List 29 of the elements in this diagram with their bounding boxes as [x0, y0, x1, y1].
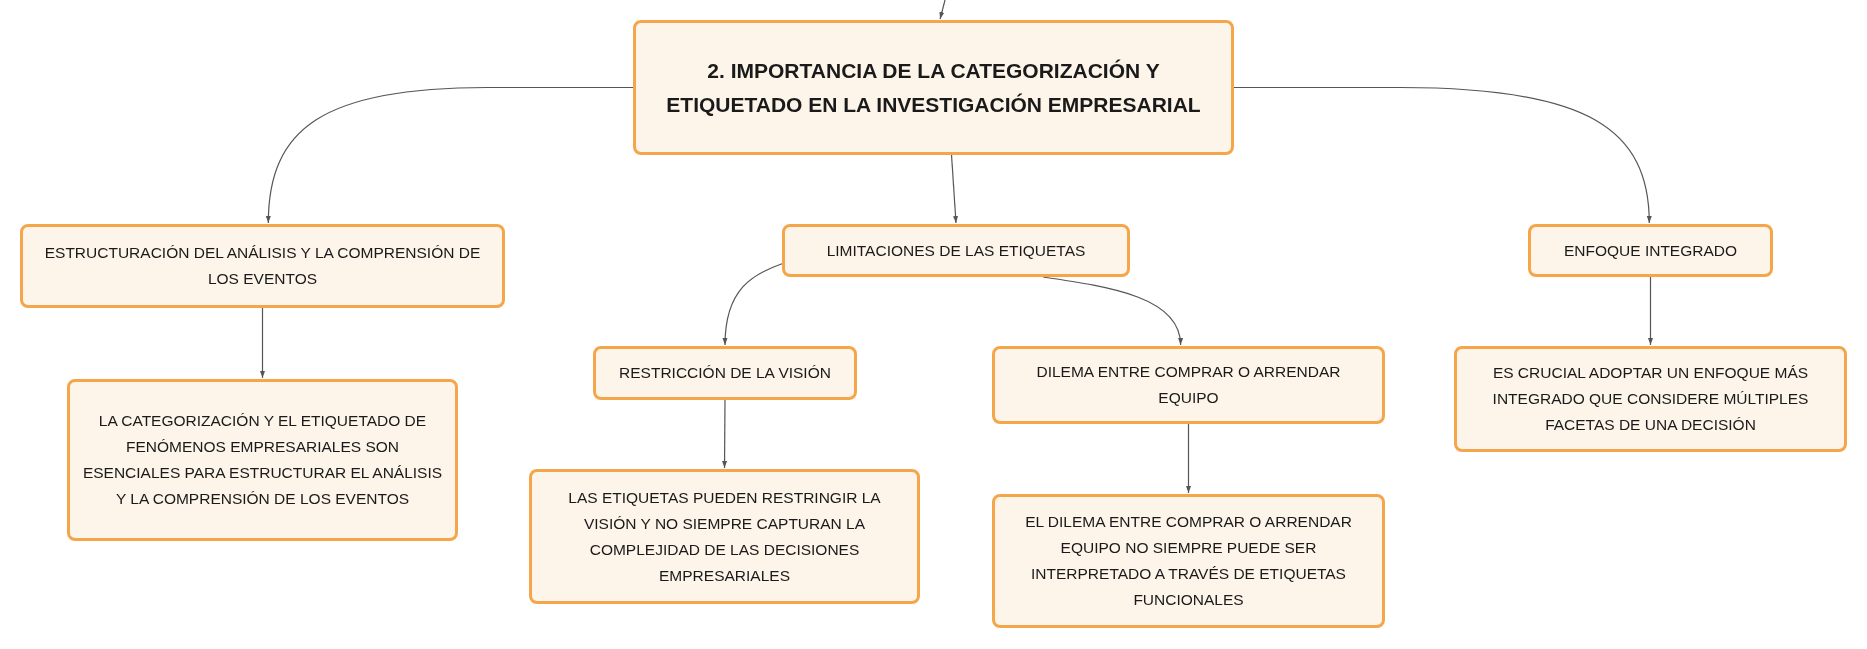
connector-arrow — [1648, 276, 1653, 346]
topic-text: EL DILEMA ENTRE COMPRAR O ARRENDAR EQUIPO NO SIEMPRE PUEDE SER INTERPRETADO A TRAVÉS DE ETIQUETAS FUNCIONALES — [1024, 512, 1353, 610]
connector-arrow — [950, 154, 959, 224]
topic-text: ESTRUCTURACIÓN DEL ANÁLISIS Y LA COMPRENSIÓN DE LOS EVENTOS — [43, 243, 482, 289]
connector-arrow — [722, 399, 728, 469]
topic-box — [1528, 224, 1773, 277]
topic-box — [529, 469, 920, 604]
topic-text: ES CRUCIAL ADOPTAR UN ENFOQUE MÁS INTEGRADO QUE CONSIDERE MÚLTIPLES FACETAS DE UNA DECISIÓN — [1491, 363, 1810, 435]
connector-arrow — [260, 307, 265, 379]
topic-text: RESTRICCIÓN DE LA VISIÓN — [619, 363, 831, 383]
topic-box — [992, 346, 1385, 424]
topic-text: LAS ETIQUETAS PUEDEN RESTRINGIR LA VISIÓN Y NO SIEMPRE CAPTURAN LA COMPLEJIDAD DE LAS DECISIONES EMPRESARIALES — [567, 487, 882, 586]
topic-box — [992, 494, 1385, 628]
topic-box — [1454, 346, 1847, 452]
connector-arrow — [722, 263, 783, 346]
topic-text: DILEMA ENTRE COMPRAR O ARRENDAR EQUIPO — [1035, 362, 1342, 408]
central-topic-box — [633, 20, 1234, 155]
connector-arrow — [939, 0, 946, 20]
topic-text: LA CATEGORIZACIÓN Y EL ETIQUETADO DE FENÓMENOS EMPRESARIALES SON ESENCIALES PARA ESTRUCTURAR EL ANÁLISIS Y LA COMPRENSIÓN DE LOS EVENTOS — [82, 411, 443, 509]
connector-arrow — [266, 86, 634, 224]
topic-box — [67, 379, 458, 541]
connector-arrow — [1233, 86, 1652, 224]
topic-box — [593, 346, 857, 400]
topic-box — [20, 224, 505, 308]
central-topic-text: 2. IMPORTANCIA DE LA CATEGORIZACIÓN Y ETIQUETADO EN LA INVESTIGACIÓN EMPRESARIAL — [665, 57, 1202, 118]
topic-box — [782, 224, 1130, 277]
topic-text: ENFOQUE INTEGRADO — [1563, 240, 1738, 261]
connector-arrow — [1186, 423, 1191, 494]
topic-text: LIMITACIONES DE LAS ETIQUETAS — [826, 240, 1086, 261]
